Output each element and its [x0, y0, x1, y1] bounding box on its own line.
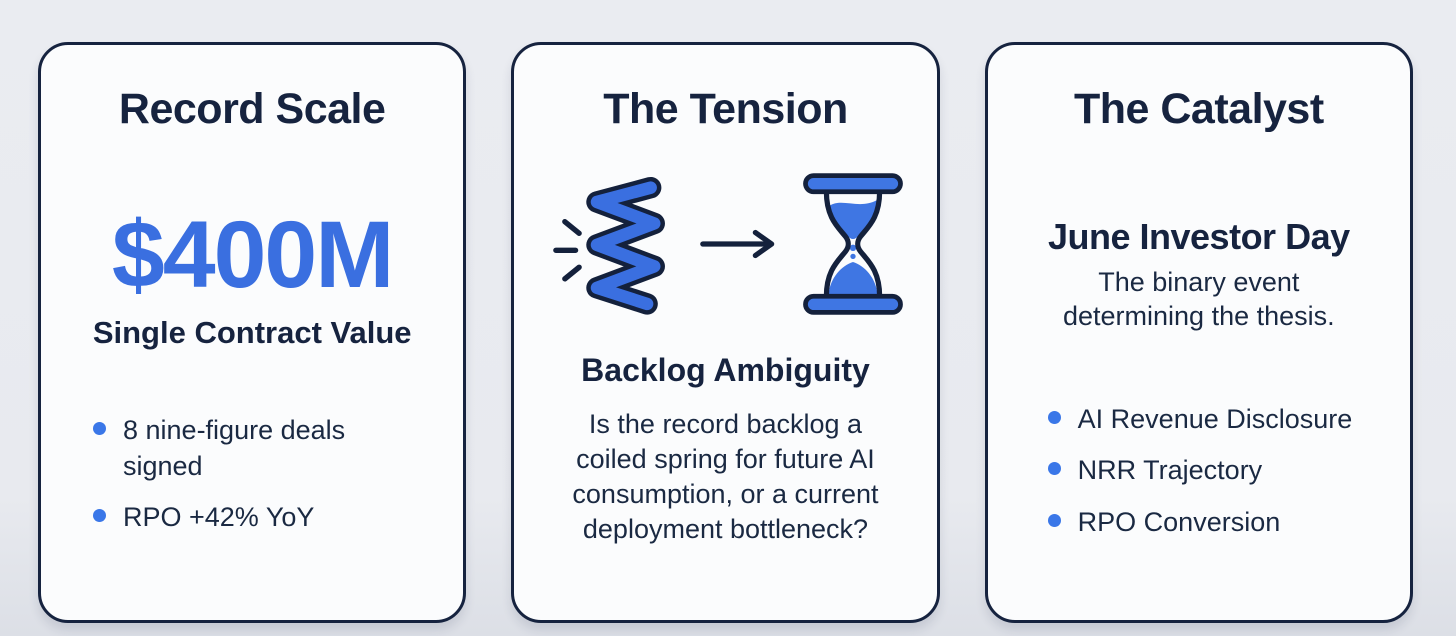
bullet-dot-icon	[1047, 462, 1061, 476]
stat-label: Single Contract Value	[92, 315, 412, 350]
arrow-right-icon	[700, 229, 775, 259]
bullet-text: 8 nine-figure deals signed	[123, 415, 346, 481]
stat-value: $400M	[111, 202, 394, 308]
bullet-dot-icon	[93, 509, 106, 523]
card-record-scale: Record Scale $400M Single Contract Value…	[38, 42, 467, 623]
tension-body-text: Is the record backlog a coiled spring fo…	[572, 409, 879, 545]
card-the-catalyst: The Catalyst June Investor Day The binar…	[984, 42, 1413, 623]
catalyst-event-subtext: The binary event determining the thesis.	[1062, 267, 1335, 331]
hourglass-icon	[803, 173, 904, 315]
bullet-dot-icon	[1047, 513, 1061, 527]
list-item: NRR Trajectory	[1047, 453, 1353, 489]
list-item: 8 nine-figure deals signed	[93, 413, 375, 484]
bullet-text: AI Revenue Disclosure	[1077, 403, 1353, 434]
list-item: RPO +42% YoY	[93, 500, 375, 536]
bullet-dot-icon	[1047, 410, 1061, 424]
card-title: Record Scale	[118, 85, 386, 133]
bullet-dot-icon	[93, 422, 106, 435]
record-scale-bullet-list: 8 nine-figure deals signed RPO +42% YoY	[41, 413, 375, 536]
bullet-text: RPO +42% YoY	[123, 502, 315, 533]
bullet-text: RPO Conversion	[1077, 506, 1281, 537]
card-title: The Tension	[603, 85, 848, 133]
catalyst-event-heading: June Investor Day	[1048, 216, 1350, 257]
compressed-spring-icon	[553, 176, 666, 315]
list-item: AI Revenue Disclosure	[1047, 402, 1353, 438]
card-title: The Catalyst	[1073, 85, 1324, 133]
tension-icon-row	[539, 168, 911, 320]
bullet-text: NRR Trajectory	[1077, 455, 1263, 486]
card-the-tension: The Tension	[511, 42, 940, 623]
list-item: RPO Conversion	[1047, 505, 1353, 541]
tension-subheading: Backlog Ambiguity	[581, 352, 870, 388]
catalyst-bullet-list: AI Revenue Disclosure NRR Trajectory RPO…	[988, 402, 1353, 541]
